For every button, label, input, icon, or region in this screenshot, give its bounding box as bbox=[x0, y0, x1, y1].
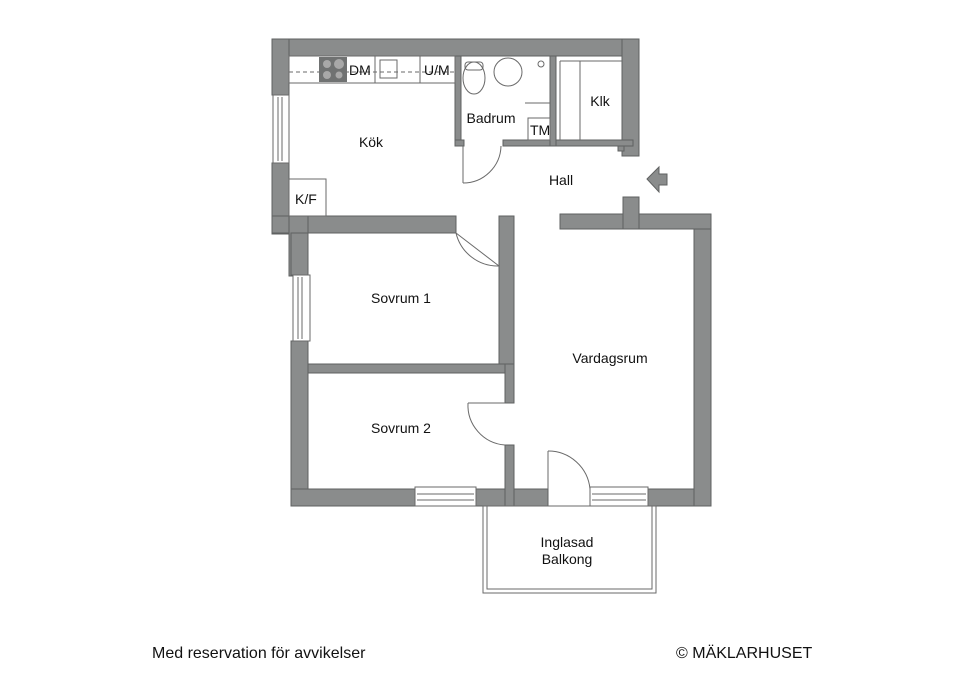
fixture-label-dishwasher: DM bbox=[349, 62, 371, 78]
fridge-freezer-box bbox=[288, 178, 327, 217]
room-label-bedroom2: Sovrum 2 bbox=[371, 420, 431, 436]
room-label-closet: Klk bbox=[590, 93, 610, 109]
room-label-kitchen: Kök bbox=[358, 134, 384, 150]
fixture-label-washing-machine: TM bbox=[530, 122, 551, 138]
bedroom1-window bbox=[292, 274, 311, 342]
room-label-balcony-line1: Inglasad bbox=[540, 534, 594, 550]
room-label-bedroom1: Sovrum 1 bbox=[371, 290, 431, 306]
balcony-outline bbox=[482, 505, 657, 594]
fixture-label-oven-microwave: U/M bbox=[424, 62, 450, 78]
room-label-bathroom: Badrum bbox=[466, 110, 516, 126]
closet bbox=[559, 60, 622, 140]
bathroom-fixtures bbox=[462, 57, 551, 141]
doors bbox=[455, 145, 591, 490]
walls bbox=[271, 38, 712, 507]
fixture-label-fridge-freezer: K/F bbox=[295, 191, 317, 207]
disclaimer-text: Med reservation för avvikelser bbox=[152, 645, 366, 662]
room-label-balcony-line2: Balkong bbox=[541, 551, 593, 567]
bottom-windows bbox=[414, 486, 649, 507]
entrance-arrow-icon bbox=[646, 165, 668, 194]
copyright-text: © MÄKLARHUSET bbox=[676, 645, 813, 662]
room-label-hall: Hall bbox=[548, 172, 574, 188]
room-label-living-room: Vardagsrum bbox=[572, 350, 648, 366]
kitchen-window bbox=[272, 94, 290, 164]
kitchen-counter bbox=[288, 55, 456, 84]
